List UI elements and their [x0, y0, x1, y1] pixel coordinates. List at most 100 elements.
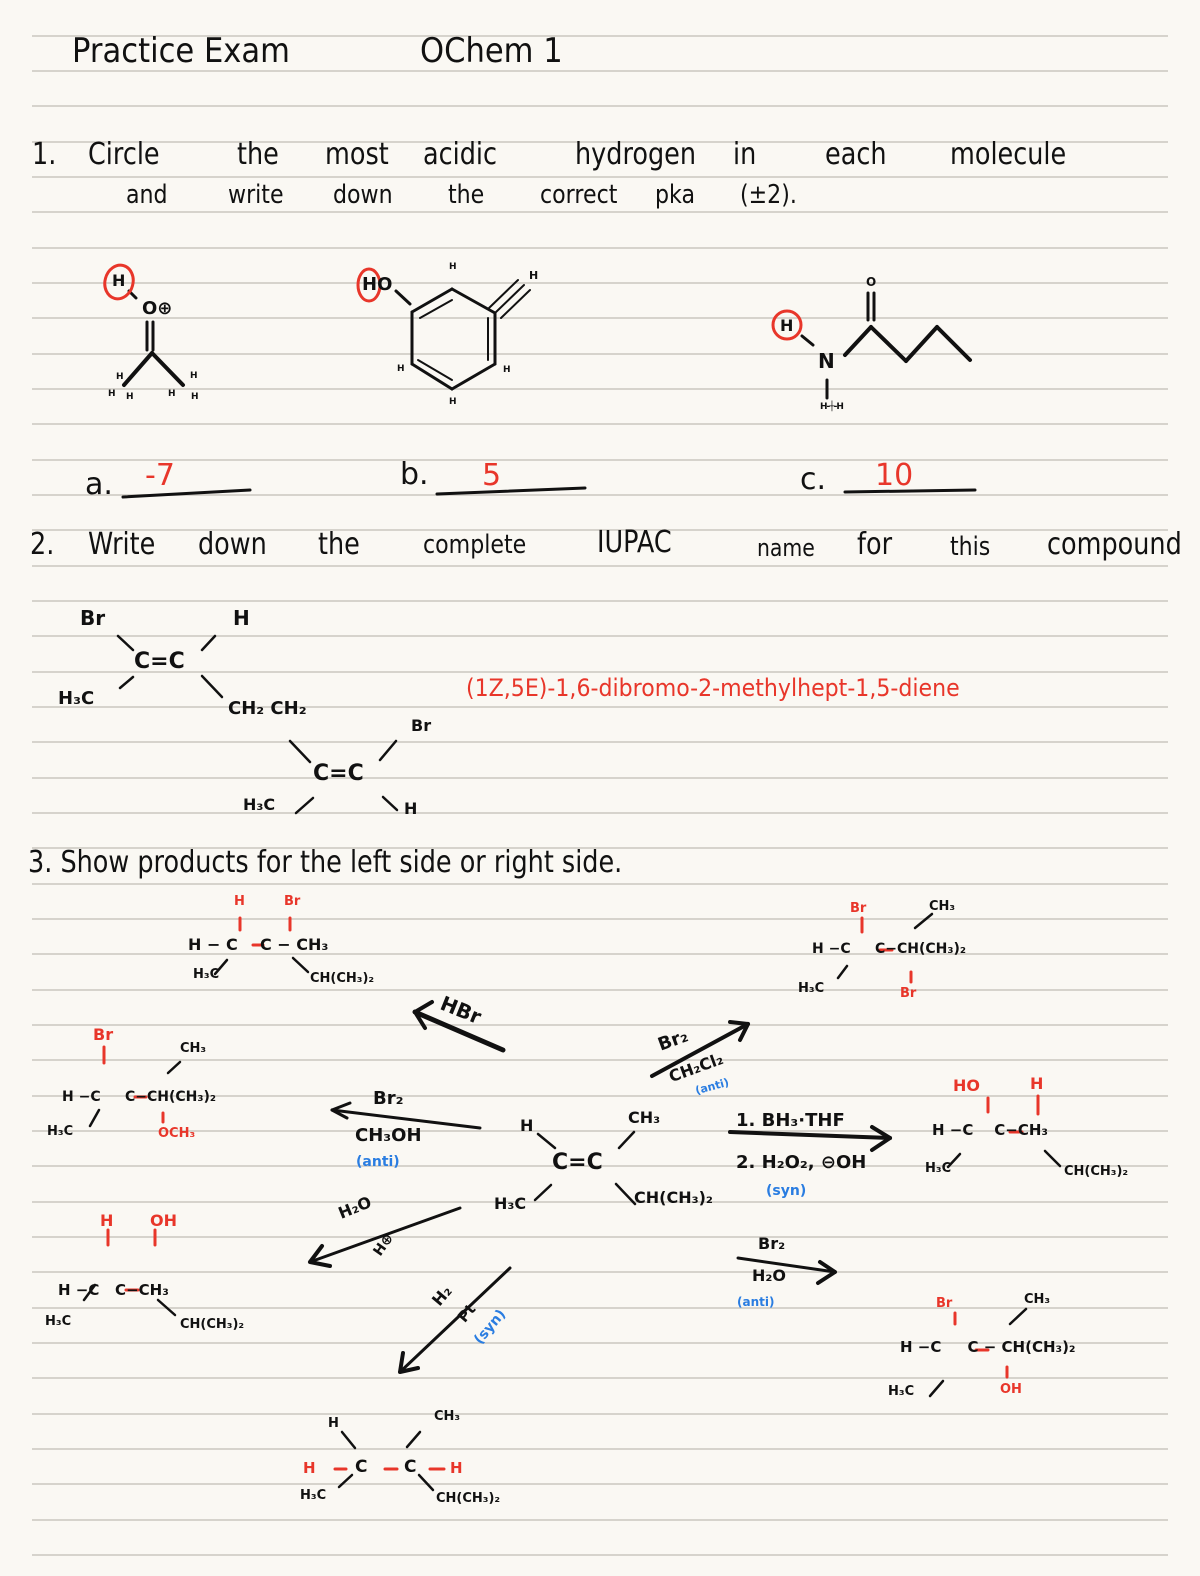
page-title-right: OChem 1 [420, 31, 563, 71]
atom-label: C [259, 935, 272, 954]
product-main-chain: H − C C − CH₃ [188, 935, 329, 954]
q1-prompt-word: the [448, 180, 485, 210]
q2-prompt-word: name [757, 534, 815, 562]
atom-label: H [449, 397, 457, 407]
atom-label: H [190, 371, 198, 381]
q2-answer-iupac-name: (1Z,5E)-1,6-dibromo-2-methylhept-1,5-die… [466, 674, 960, 702]
atom-label: C [404, 1457, 417, 1477]
q1-prompt-word: most [325, 137, 389, 172]
atom-label: CH(CH₃)₂ [1001, 1338, 1076, 1356]
q2-number: 2. [30, 527, 55, 562]
atom-label: Br [284, 894, 301, 909]
atom-label: H [100, 1211, 114, 1230]
atom-label: H [529, 269, 539, 282]
answer-c-label: c. [800, 462, 827, 497]
atom-label: C [225, 935, 238, 954]
atom-label: Br [936, 1296, 953, 1311]
atom-label: H [812, 941, 824, 957]
atom-label: CH(CH₃)₂ [310, 971, 375, 986]
q1-prompt-word: pka [655, 180, 695, 210]
atom-label: OCH₃ [158, 1126, 196, 1141]
q2-prompt-word: this [950, 532, 991, 562]
q2-prompt-word: IUPAC [597, 525, 672, 560]
reagent-bh3-thf: 1. BH₃·THF [736, 1110, 845, 1131]
q1-prompt-word: correct [540, 180, 618, 210]
atom-label: H [191, 392, 199, 402]
atom-label: H₃C [888, 1384, 915, 1399]
q1-prompt-word: Circle [88, 137, 160, 172]
answer-c-value: 10 [875, 458, 914, 493]
atom-label: HO [953, 1076, 980, 1095]
atom-label: H [188, 935, 202, 954]
atom-label: CH₃ [296, 935, 329, 954]
atom-label: H [449, 262, 457, 272]
page-title-left: Practice Exam [72, 31, 290, 71]
atom-label: H [233, 606, 250, 630]
q1-prompt-word: hydrogen [575, 137, 697, 172]
atom-label: H₃C [925, 1161, 952, 1176]
product-main-chain: H −C C−CH₃ [58, 1281, 169, 1299]
q1-prompt-word: write [228, 180, 284, 210]
atom-label: H [108, 389, 116, 399]
q2-prompt-word: the [318, 527, 360, 562]
product-main-chain: H −C C−CH(CH₃)₂ [62, 1089, 217, 1105]
atom-label: Br [411, 716, 432, 735]
reagent-h2o: H₂O [752, 1266, 786, 1285]
answer-a-value: -7 [145, 458, 175, 493]
atom-label: C [930, 1338, 942, 1356]
atom-label: C [115, 1281, 127, 1299]
atom-label: H [112, 271, 126, 290]
atom-label: H [303, 1459, 316, 1477]
q2-prompt-word: complete [423, 530, 527, 560]
atom-label: C [962, 1121, 974, 1139]
reagent-h2o2-oh: 2. H₂O₂, ⊖OH [736, 1152, 867, 1173]
answer-a-label: a. [85, 467, 113, 502]
atom-label: CH₃ [138, 1281, 169, 1299]
atom-label: C [355, 1457, 368, 1477]
q1-prompt-word: and [126, 180, 168, 210]
q1-prompt-word: molecule [950, 137, 1067, 172]
atom-label: H [126, 392, 134, 402]
atom-label: C [840, 941, 851, 957]
atom-label: H [397, 364, 405, 374]
atom-label: C=C [552, 1150, 603, 1175]
reagent-note-anti: (anti) [356, 1154, 400, 1170]
atom-label: H [116, 372, 124, 382]
q2-prompt-word: for [857, 527, 893, 562]
q2-prompt-word: compound [1047, 527, 1182, 562]
atom-label: H₃C [45, 1314, 72, 1329]
atom-label: H [234, 894, 245, 909]
atom-label: C [994, 1121, 1006, 1139]
reagent-note-syn: (syn) [766, 1183, 807, 1199]
atom-label: H [168, 389, 176, 399]
atom-label: C [967, 1338, 979, 1356]
atom-label: HO [362, 274, 393, 295]
atom-label: C=C [313, 761, 364, 786]
atom-label: CH₃ [434, 1409, 461, 1424]
atom-label: H₃C [243, 795, 276, 814]
atom-label: CH(CH₃)₂ [634, 1188, 713, 1207]
atom-label: H [450, 1459, 463, 1477]
atom-label: C [124, 1089, 136, 1105]
atom-label: CH₃ [1017, 1121, 1048, 1139]
atom-label: CH₃ [180, 1041, 207, 1056]
atom-label: H [520, 1116, 534, 1135]
atom-label: Br [900, 986, 917, 1001]
atom-label: C [90, 1089, 101, 1105]
reagent-br2: Br₂ [373, 1088, 404, 1109]
reagent-br2: Br₂ [758, 1234, 786, 1253]
atom-label: H [503, 365, 511, 375]
q1-prompt-word: in [733, 137, 757, 172]
atom-label: CH(CH₃)₂ [147, 1089, 217, 1105]
atom-label: CH₃ [929, 899, 956, 914]
atom-label: Br [850, 901, 867, 916]
atom-label: Br [93, 1025, 114, 1044]
q3-number: 3. [28, 845, 53, 880]
atom-label: H₃C [47, 1124, 74, 1139]
product-main-chain: H −C C − CH(CH₃)₂ [900, 1338, 1076, 1356]
atom-label: CH(CH₃)₂ [436, 1491, 501, 1506]
atom-label: H [900, 1338, 913, 1356]
atom-label: C=C [134, 649, 185, 674]
atom-label: C [88, 1281, 100, 1299]
